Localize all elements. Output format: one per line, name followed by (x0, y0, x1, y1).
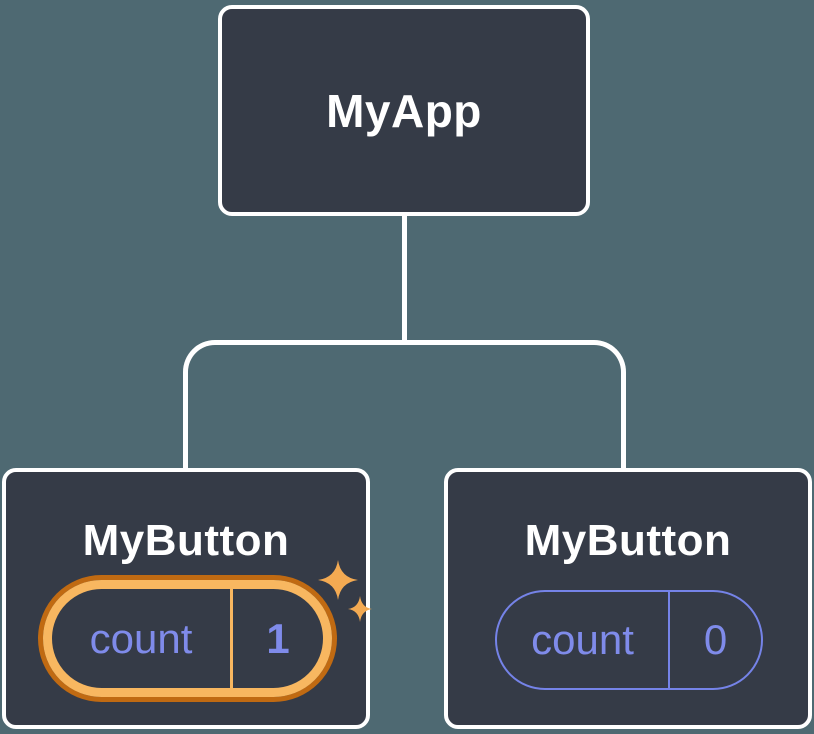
state-key: count (531, 616, 634, 663)
node-label: MyApp (326, 84, 482, 137)
state-key: count (89, 614, 193, 662)
connector-children-bracket (183, 340, 626, 475)
state-badge-highlighted: count 1 (43, 580, 332, 697)
sparkle-large (318, 560, 358, 600)
state-value: 1 (266, 614, 290, 662)
state-badge: count 0 (495, 590, 763, 690)
state-badge-divider (668, 592, 670, 688)
state-value: 0 (703, 616, 728, 663)
sparkle-small (348, 596, 372, 622)
state-badge-divider (230, 589, 233, 688)
tree-node-mybutton-2: MyButton count 0 (444, 468, 812, 729)
tree-node-myapp: MyApp (218, 5, 590, 216)
connector-root-stem (402, 212, 407, 345)
node-label: MyButton (82, 516, 290, 565)
node-label: MyButton (524, 516, 732, 565)
tree-node-mybutton-1: MyButton count 1 (2, 468, 372, 729)
